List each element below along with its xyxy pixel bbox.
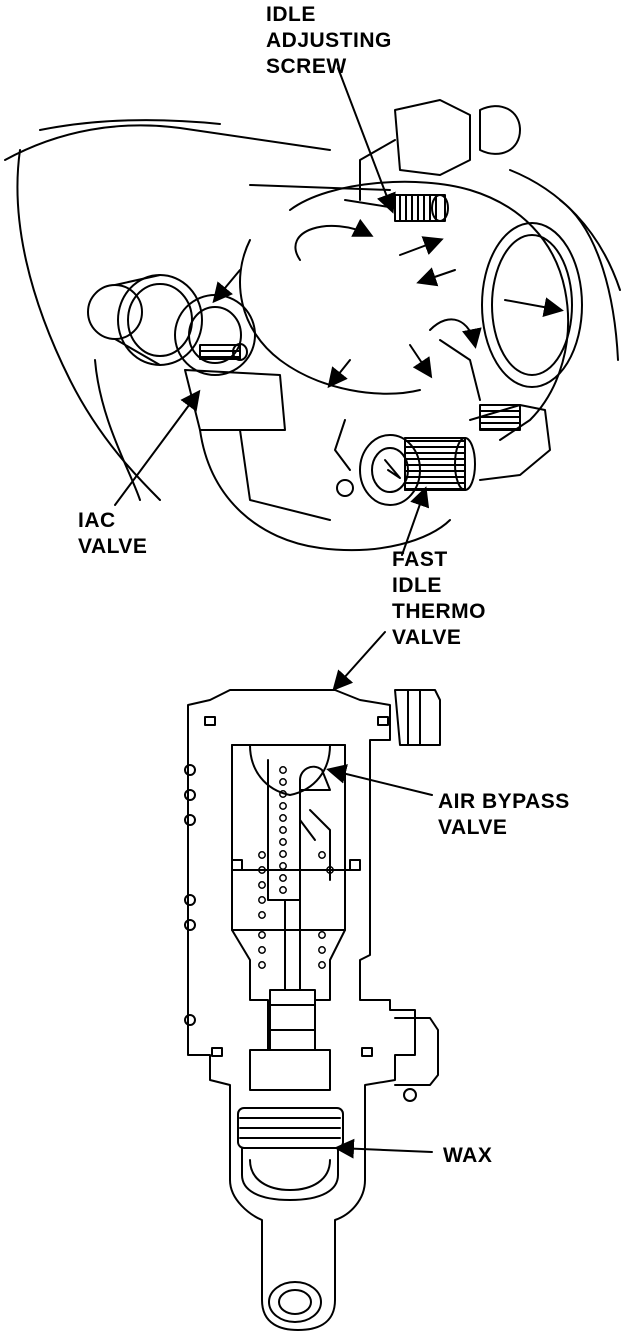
- label-line: SCREW: [266, 55, 347, 78]
- wax-leader: [334, 1138, 433, 1159]
- idle-screw-leader: [337, 67, 396, 214]
- label-line: VALVE: [438, 816, 508, 839]
- label-line: IAC: [78, 509, 116, 532]
- label-idle-adjusting-screw: IDLE ADJUSTING SCREW: [266, 2, 392, 80]
- label-line: THERMO: [392, 600, 486, 623]
- label-wax: WAX: [443, 1143, 492, 1169]
- label-line: WAX: [443, 1144, 493, 1167]
- label-line: VALVE: [78, 535, 148, 558]
- throttle-body-illustration: [4, 99, 621, 552]
- section-view-leader: [332, 631, 386, 691]
- label-line: ADJUSTING: [266, 29, 392, 52]
- label-iac-valve: IAC VALVE: [78, 508, 147, 560]
- air-bypass-leader: [326, 764, 433, 796]
- label-line: FAST: [392, 548, 448, 571]
- label-air-bypass-valve: AIR BYPASS VALVE: [438, 789, 570, 841]
- iac-valve-leader: [114, 389, 201, 506]
- thermo-valve-leader: [401, 486, 430, 556]
- label-line: VALVE: [392, 626, 462, 649]
- label-line: IDLE: [392, 574, 442, 597]
- label-line: AIR BYPASS: [438, 790, 570, 813]
- thermo-valve-cross-section: [184, 689, 441, 1331]
- label-fast-idle-thermo-valve: FAST IDLE THERMO VALVE: [392, 547, 486, 651]
- label-line: IDLE: [266, 3, 316, 26]
